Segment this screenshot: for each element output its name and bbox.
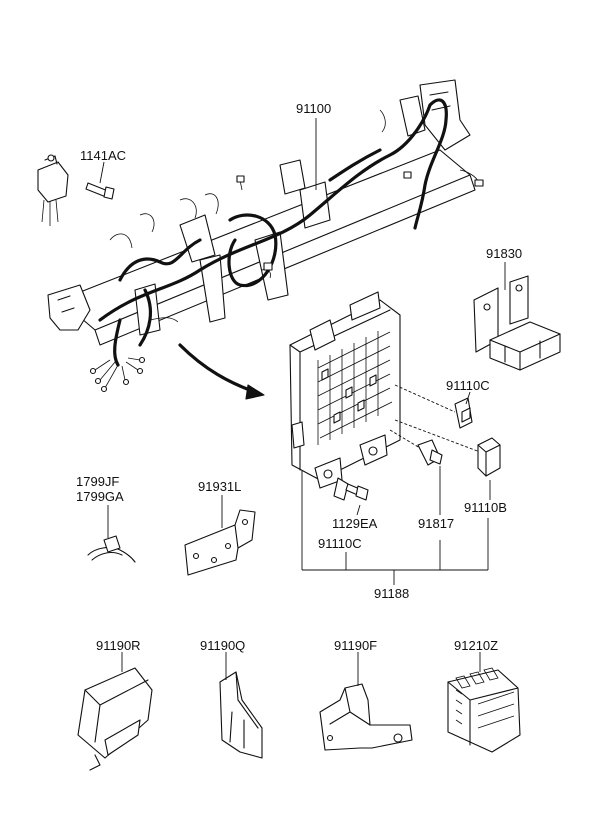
label-91190q: 91190Q (200, 638, 245, 653)
label-91830: 91830 (486, 246, 522, 261)
main-wiring-harness: 91100 (47, 79, 484, 393)
relay-box-91210z: 91210Z (447, 638, 521, 753)
bolt-1141ac: 1141AC (37, 148, 126, 226)
label-1799ga: 1799GA (76, 489, 124, 504)
fuse-91110c: 91110C (394, 378, 490, 429)
relay-91830: 91830 (473, 246, 561, 371)
fuse-91110b: 91110B (394, 419, 507, 515)
direction-arrow (178, 343, 257, 394)
junction-box (289, 291, 401, 489)
clamp-1799: 1799JF 1799GA (76, 474, 136, 563)
clip-91817: 91817 (389, 429, 454, 531)
bolt-1129ea: 1129EA (332, 477, 378, 531)
label-91110b: 91110B (464, 500, 507, 515)
cover-91190r: 91190R (77, 638, 153, 771)
label-91190r: 91190R (96, 638, 141, 653)
label-1799jf: 1799JF (76, 474, 119, 489)
label-91931l: 91931L (198, 479, 241, 494)
junction-assembly-bracket: 91110C 91188 (301, 470, 489, 601)
bracket-91190f: 91190F (319, 638, 413, 751)
label-91100: 91100 (296, 101, 331, 116)
label-91190f: 91190F (334, 638, 377, 653)
label-91110c: 91110C (446, 378, 490, 393)
label-1129ea: 1129EA (332, 516, 378, 531)
label-91188: 91188 (374, 586, 409, 601)
label-1141ac: 1141AC (80, 148, 126, 163)
cover-91190q: 91190Q (200, 638, 263, 759)
label-91817: 91817 (418, 516, 454, 531)
label-91110c-bottom: 91110C (318, 536, 362, 551)
label-91210z: 91210Z (454, 638, 498, 653)
bracket-91931l: 91931L (184, 479, 256, 576)
